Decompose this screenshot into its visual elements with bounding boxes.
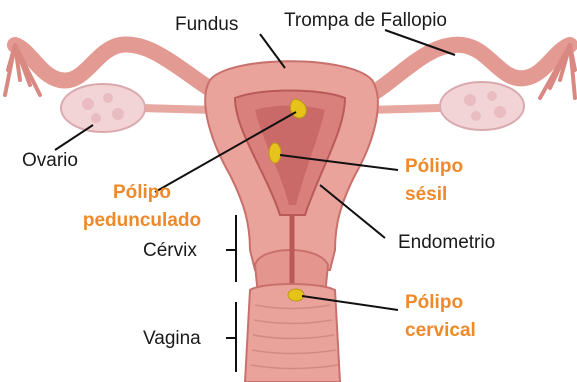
cervical-polyp <box>288 289 304 301</box>
cervix-bracket <box>226 215 236 282</box>
sessile-polyp <box>269 143 281 163</box>
pedunculated-polyp-label-line2: pedunculado <box>62 210 222 232</box>
fundus-label: Fundus <box>175 14 238 36</box>
sessile-polyp-label-line2: sésil <box>405 184 463 206</box>
sessile-polyp-label: Pólipo sésil <box>405 156 463 206</box>
right-ovary <box>440 82 524 130</box>
cervical-polyp-label-line2: cervical <box>405 320 476 342</box>
cervical-polyp-label: Pólipo cervical <box>405 292 476 342</box>
ovary-leader <box>55 125 93 150</box>
sessile-polyp-label-line1: Pólipo <box>405 156 463 178</box>
vagina-label: Vagina <box>143 328 201 350</box>
pedunculated-polyp-label-line1: Pólipo <box>62 182 222 204</box>
cervical-polyp-label-line1: Pólipo <box>405 292 476 314</box>
left-ovarian-ligament <box>140 108 215 110</box>
left-ovary <box>61 84 145 132</box>
cervix-label: Cérvix <box>143 240 197 262</box>
ovary-label: Ovario <box>22 150 78 172</box>
pedunculated-polyp-label: Pólipo pedunculado <box>62 182 222 232</box>
fallopian-tube-label: Trompa de Fallopio <box>284 10 447 32</box>
endometrium-label: Endometrio <box>398 232 495 254</box>
vagina-bracket <box>226 302 236 372</box>
